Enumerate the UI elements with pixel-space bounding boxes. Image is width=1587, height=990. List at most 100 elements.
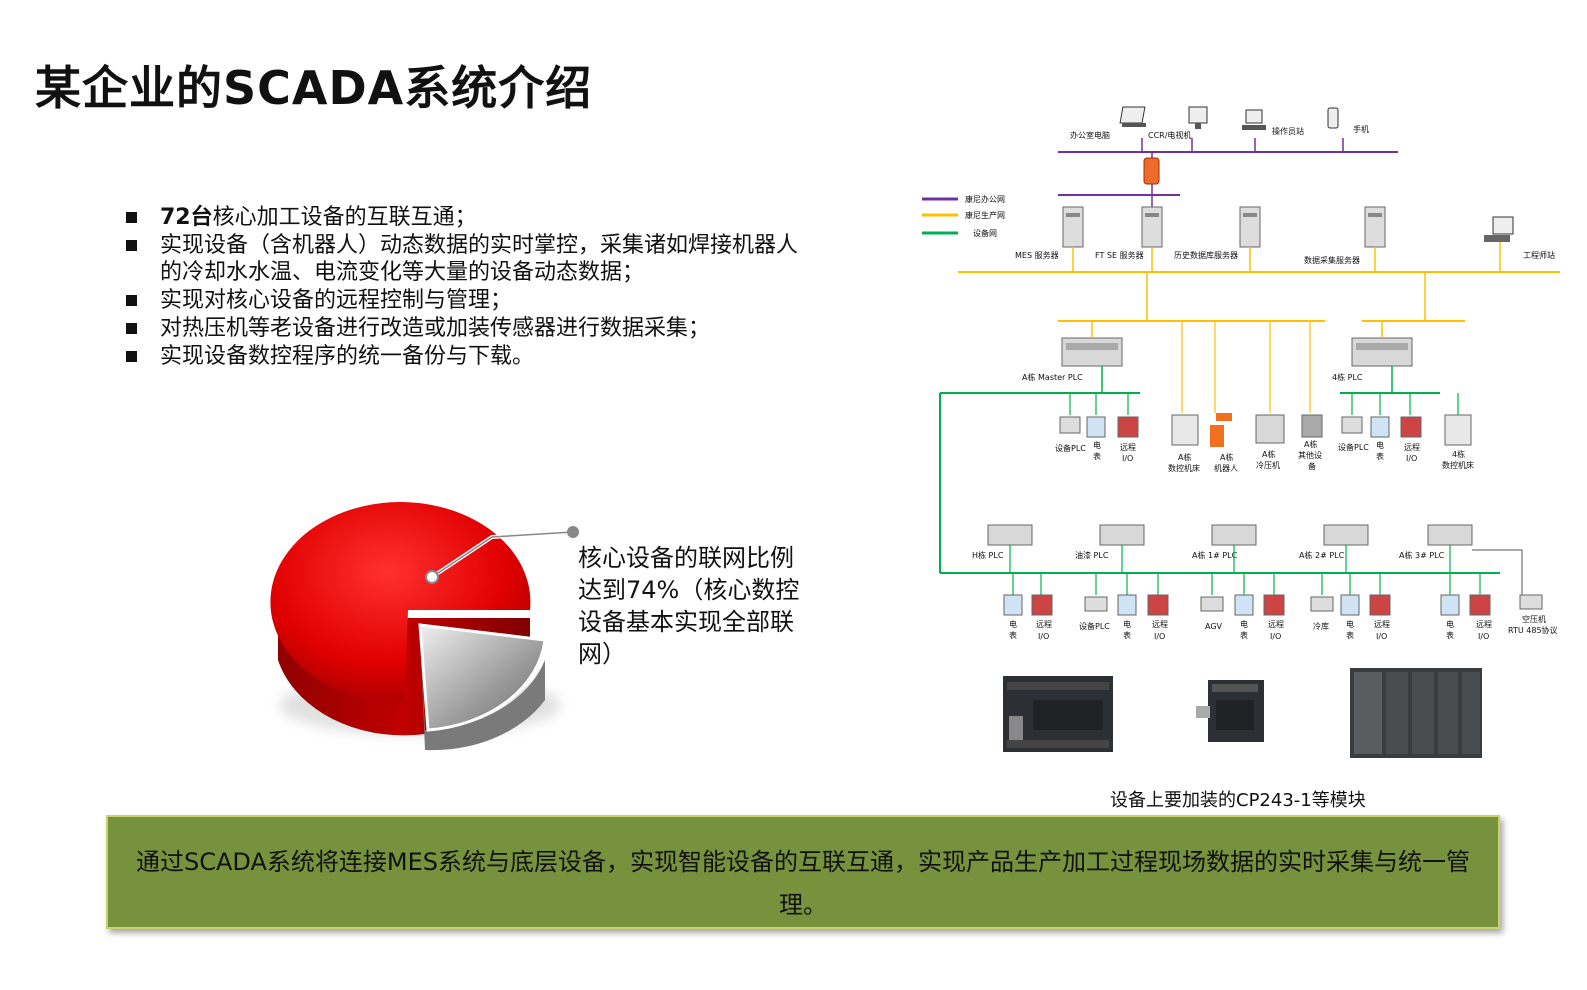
power-meter-icon (1234, 594, 1254, 616)
server-label: 数据采集服务器 (1304, 255, 1360, 265)
remote-io-icon (1263, 594, 1285, 616)
legend-label: 康尼生产网 (965, 210, 1005, 220)
device-label: 电 (1446, 619, 1454, 629)
device-label: 备 (1308, 461, 1316, 471)
remote-io-icon (1031, 594, 1053, 616)
device-label: 表 (1123, 630, 1131, 640)
firewall-icon (1143, 157, 1160, 185)
pie-red-slice (270, 502, 531, 703)
plc-icon (1427, 524, 1473, 546)
device-label: I/O (1154, 632, 1165, 641)
device-label: 表 (1009, 630, 1017, 640)
bullet-square-icon (126, 212, 137, 223)
server-label: MES 服务器 (1015, 250, 1059, 260)
plc-cpu-module-image (1003, 676, 1115, 758)
plc-icon (987, 524, 1033, 546)
legend-label: 设备网 (973, 228, 997, 238)
pie-gray-slice (418, 623, 547, 732)
plc-label: H栋 PLC (972, 550, 1004, 560)
device-label: 电 (1123, 619, 1131, 629)
device-label: I/O (1376, 632, 1387, 641)
plc-icon (1211, 524, 1257, 546)
list-item: 实现设备（含机器人）动态数据的实时掌控，采集诸如焊接机器人的冷却水水温、电流变化… (122, 232, 812, 286)
bullet-text: 对热压机等老设备进行改造或加装传感器进行数据采集； (160, 316, 711, 341)
bullet-text: 实现设备（含机器人）动态数据的实时掌控，采集诸如焊接机器人的冷却水水温、电流变化… (160, 233, 799, 285)
plc-icon (1061, 337, 1123, 367)
device-label: AGV (1205, 622, 1223, 631)
device-label: 远程 (1268, 620, 1284, 629)
device-label: I/O (1478, 632, 1489, 641)
client-label: 办公室电脑 (1070, 130, 1110, 140)
power-meter-icon (1086, 416, 1106, 438)
module-caption: 设备上要加装的CP243-1等模块 (1110, 790, 1366, 811)
workstation-icon (1242, 109, 1266, 130)
device-label: 冷压机 (1256, 460, 1280, 470)
device-label: 电 (1093, 440, 1101, 450)
client-label: 手机 (1353, 124, 1369, 134)
device-label: 远程 (1476, 620, 1492, 629)
list-item: 实现对核心设备的远程控制与管理； (122, 287, 812, 314)
device-label: 设备PLC (1055, 443, 1086, 453)
cold-press-icon (1255, 414, 1285, 444)
cnc-machine-icon (1171, 414, 1199, 446)
other-equipment-icon (1301, 414, 1323, 438)
bullet-bold: 72台 (160, 205, 213, 230)
device-label: 冷库 (1313, 621, 1329, 631)
pie-gray-side (420, 630, 545, 751)
device-plc-icon (1084, 596, 1108, 612)
device-label: 设备PLC (1079, 621, 1110, 631)
cp243-module-image (1192, 676, 1268, 748)
device-label: 远程 (1036, 620, 1052, 629)
device-label: 机器人 (1214, 463, 1238, 473)
device-label: 表 (1240, 630, 1248, 640)
device-plc-icon (1341, 416, 1363, 434)
bullet-square-icon (126, 240, 137, 251)
device-label: 远程 (1120, 443, 1136, 452)
remote-io-icon (1369, 594, 1391, 616)
monitor-icon (1188, 106, 1208, 129)
server-icon (1141, 206, 1163, 248)
bullet-text: 核心加工设备的互联互通； (212, 205, 477, 230)
device-label: 电 (1346, 619, 1354, 629)
remote-io-icon (1469, 594, 1491, 616)
bullet-square-icon (126, 351, 137, 362)
server-icon (1239, 206, 1261, 248)
cnc-machine-icon (1444, 414, 1472, 446)
device-label: 电 (1376, 440, 1384, 450)
plc-label: 油漆 PLC (1075, 550, 1109, 560)
plc-label: 4栋 PLC (1332, 372, 1363, 382)
plc-label: A栋 1# PLC (1192, 550, 1238, 560)
plc-label: A栋 2# PLC (1299, 550, 1345, 560)
device-label: A栋 (1220, 452, 1233, 462)
feature-list: 72台核心加工设备的互联互通； 实现设备（含机器人）动态数据的实时掌控，采集诸如… (122, 204, 812, 371)
plc-icon (1351, 337, 1413, 367)
remote-io-icon (1400, 416, 1422, 438)
list-item: 72台核心加工设备的互联互通； (122, 204, 812, 231)
device-label: 其他设 (1298, 450, 1322, 460)
device-label: I/O (1406, 454, 1417, 463)
server-label: FT SE 服务器 (1095, 250, 1144, 260)
bullet-text: 实现设备数控程序的统一备份与下载。 (160, 344, 535, 369)
device-label: 表 (1446, 630, 1454, 640)
server-label: 工程师站 (1523, 250, 1555, 260)
list-item: 实现设备数控程序的统一备份与下载。 (122, 343, 812, 370)
device-label: 设备PLC (1338, 442, 1369, 452)
robot-arm-icon (1210, 413, 1232, 447)
client-label: 操作员站 (1272, 126, 1304, 136)
plc-icon (1323, 524, 1369, 546)
server-icon (1062, 206, 1084, 248)
bullet-square-icon (126, 323, 137, 334)
air-compressor-icon (1519, 594, 1543, 610)
page-title: 某企业的SCADA系统介绍 (35, 61, 593, 115)
device-label: 数控机床 (1168, 463, 1200, 473)
device-label: I/O (1122, 454, 1133, 463)
device-label: A栋 (1304, 439, 1317, 449)
phone-icon (1327, 107, 1339, 129)
networking-pie-graphic (260, 500, 590, 760)
device-label: 表 (1093, 451, 1101, 461)
device-label: I/O (1038, 632, 1049, 641)
device-label: 表 (1376, 451, 1384, 461)
device-label: A栋 (1178, 452, 1191, 462)
device-label: 远程 (1404, 443, 1420, 452)
client-label: CCR/电视机 (1148, 130, 1191, 140)
